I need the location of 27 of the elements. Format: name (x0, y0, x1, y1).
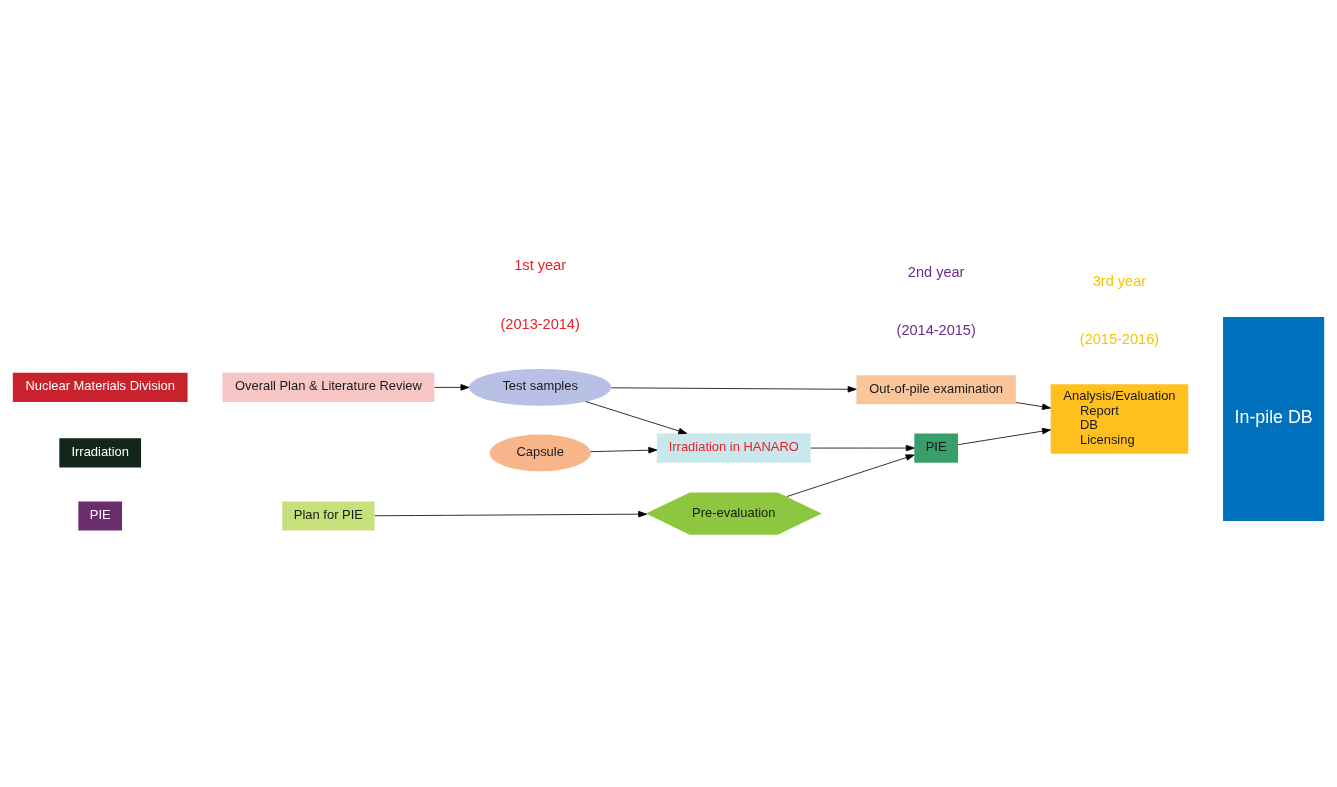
arrow (590, 446, 658, 454)
label: 2nd year (907, 263, 965, 280)
label: (2014-2015) (896, 322, 976, 339)
node-box: Plan for PIE (282, 501, 375, 531)
arrow (585, 401, 688, 435)
arrow (957, 427, 1051, 446)
node-box: In-pile DB (1223, 317, 1325, 521)
node-ellipse: Test samples (469, 368, 612, 406)
node-box: Overall Plan & Literature Review (222, 372, 435, 402)
arrow (786, 454, 915, 497)
node-box: Nuclear Materials Division (12, 372, 188, 402)
node-box: Irradiation (59, 438, 142, 468)
label: (2015-2016) (1079, 331, 1160, 347)
node-ellipse: Capsule (489, 434, 591, 472)
node-box: PIE (914, 433, 958, 463)
label: 1st year (514, 257, 567, 274)
arrow (374, 510, 648, 518)
arrow (810, 444, 915, 452)
node-box: PIE (78, 501, 123, 531)
arrow (434, 384, 470, 391)
label: (2013-2014) (500, 315, 580, 332)
label: 3rd year (1092, 272, 1147, 289)
arrow (1015, 402, 1051, 410)
node-box: Out-of-pile examination (856, 375, 1016, 405)
arrow (610, 386, 857, 393)
node-box: Analysis/Evaluation Report DB Licensing (1050, 384, 1189, 454)
node-box: Irradiation in HANARO (656, 433, 811, 463)
